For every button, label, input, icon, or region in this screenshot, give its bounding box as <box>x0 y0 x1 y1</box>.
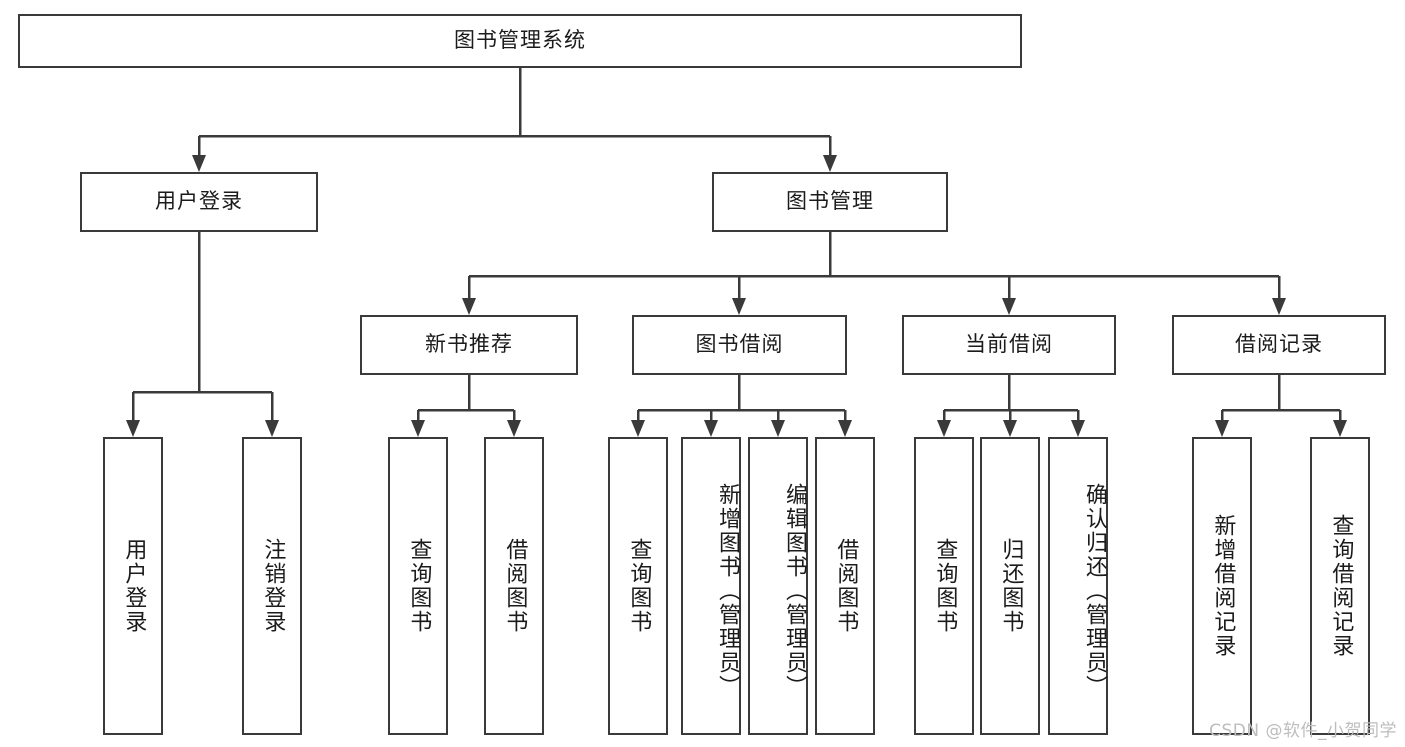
node-root-label: 图书管理系统 <box>454 28 586 53</box>
node-leaf_query_book_c-label: 查询图书 <box>932 538 958 634</box>
node-leaf_add_book-label: 新增图书（管理员） <box>715 483 740 699</box>
node-leaf_user_login-label: 用户登录 <box>121 538 147 634</box>
node-leaf_confirm_return-label: 确认归还（管理员） <box>1082 483 1107 699</box>
node-leaf_return_book[interactable]: 归还图书 <box>980 437 1040 735</box>
node-book_manage[interactable]: 图书管理 <box>712 172 948 232</box>
node-leaf_query_record[interactable]: 查询借阅记录 <box>1310 437 1370 735</box>
node-leaf_add_book[interactable]: 新增图书（管理员） <box>681 437 741 735</box>
node-user_login[interactable]: 用户登录 <box>80 172 318 232</box>
node-new_book_rec-label: 新书推荐 <box>425 332 513 357</box>
node-leaf_borrow_book_rec-label: 借阅图书 <box>502 538 528 634</box>
node-leaf_query_book_b-label: 查询图书 <box>626 538 652 634</box>
node-leaf_borrow_book_rec[interactable]: 借阅图书 <box>484 437 544 735</box>
node-current_borrow[interactable]: 当前借阅 <box>902 315 1116 375</box>
node-leaf_add_record[interactable]: 新增借阅记录 <box>1192 437 1252 735</box>
node-current_borrow-label: 当前借阅 <box>965 332 1053 357</box>
node-book_manage-label: 图书管理 <box>786 189 874 214</box>
node-book_borrow-label: 图书借阅 <box>695 332 784 357</box>
node-new_book_rec[interactable]: 新书推荐 <box>360 315 578 375</box>
node-book_borrow[interactable]: 图书借阅 <box>632 315 847 375</box>
node-root[interactable]: 图书管理系统 <box>18 14 1022 68</box>
node-leaf_query_book_rec[interactable]: 查询图书 <box>388 437 448 735</box>
node-leaf_logout[interactable]: 注销登录 <box>242 437 302 735</box>
node-leaf_return_book-label: 归还图书 <box>998 538 1024 634</box>
node-leaf_query_book_c[interactable]: 查询图书 <box>914 437 974 735</box>
node-leaf_query_book_b[interactable]: 查询图书 <box>608 437 668 735</box>
node-leaf_edit_book-label: 编辑图书（管理员） <box>782 483 807 699</box>
node-leaf_add_record-label: 新增借阅记录 <box>1210 514 1236 658</box>
node-leaf_edit_book[interactable]: 编辑图书（管理员） <box>748 437 808 735</box>
node-leaf_logout-label: 注销登录 <box>260 538 286 634</box>
node-leaf_confirm_return[interactable]: 确认归还（管理员） <box>1048 437 1108 735</box>
node-borrow_record[interactable]: 借阅记录 <box>1172 315 1386 375</box>
node-leaf_query_record-label: 查询借阅记录 <box>1328 514 1354 658</box>
node-user_login-label: 用户登录 <box>155 189 243 214</box>
node-leaf_borrow_book_b[interactable]: 借阅图书 <box>815 437 875 735</box>
node-leaf_user_login[interactable]: 用户登录 <box>103 437 163 735</box>
node-leaf_borrow_book_b-label: 借阅图书 <box>833 538 859 634</box>
node-borrow_record-label: 借阅记录 <box>1235 332 1323 357</box>
node-leaf_query_book_rec-label: 查询图书 <box>406 538 432 634</box>
